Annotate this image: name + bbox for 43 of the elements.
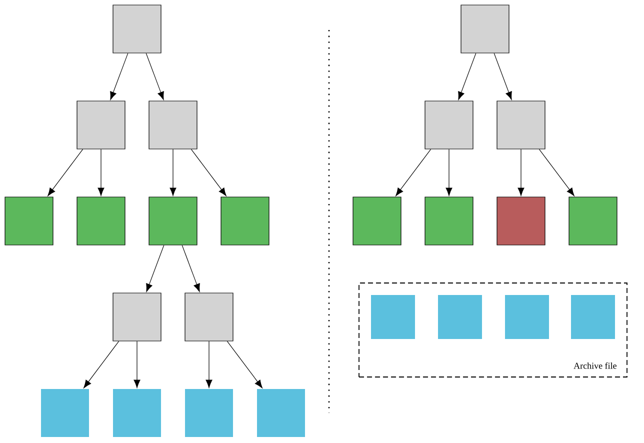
arrow (518, 148, 524, 196)
square-box (112, 292, 162, 342)
arrow (84, 341, 120, 388)
arrow (458, 53, 476, 100)
arrow (446, 148, 452, 196)
square-box (424, 196, 474, 246)
square-box (438, 295, 482, 339)
square-box (76, 100, 126, 150)
square-box (496, 196, 546, 246)
arrow (396, 148, 432, 196)
square-box (185, 389, 233, 437)
square-box (4, 196, 54, 246)
square-box (148, 196, 198, 246)
arrow (538, 148, 574, 196)
square-box (352, 196, 402, 246)
square-box (460, 4, 510, 54)
arrow (48, 148, 84, 196)
arrow (98, 148, 104, 196)
arrow (226, 341, 262, 388)
square-box (113, 389, 161, 437)
arrow (134, 341, 140, 388)
square-box (257, 389, 305, 437)
square-box (424, 100, 474, 150)
arrow (206, 341, 212, 388)
square-box (184, 292, 234, 342)
arrow (170, 148, 176, 196)
square-box (112, 4, 162, 54)
square-box (568, 196, 618, 246)
arrow (110, 53, 128, 100)
square-box (496, 100, 546, 150)
square-box (220, 196, 270, 246)
arrow (146, 53, 164, 100)
arrow (146, 245, 164, 292)
square-box (571, 295, 615, 339)
arrow (190, 148, 226, 196)
square-box (41, 389, 89, 437)
square-box (371, 295, 415, 339)
arrow (182, 245, 200, 292)
square-box (76, 196, 126, 246)
square-box (148, 100, 198, 150)
arrow (494, 53, 512, 100)
frame-label: Archive file (574, 362, 616, 369)
square-box (505, 295, 549, 339)
